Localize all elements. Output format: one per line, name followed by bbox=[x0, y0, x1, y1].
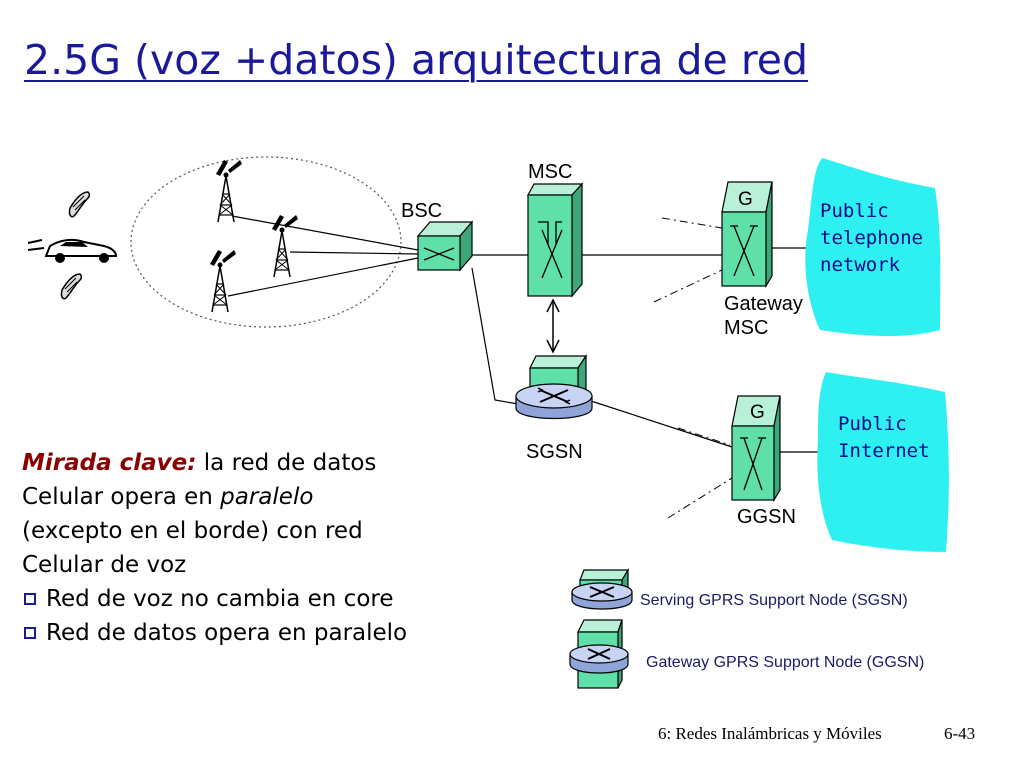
gateway-msc-label-line1: Gateway bbox=[724, 293, 803, 315]
key-line-2-emphasis: paralelo bbox=[220, 484, 314, 510]
bsc-node bbox=[416, 220, 474, 272]
g-label: G bbox=[750, 402, 765, 423]
link bbox=[289, 251, 419, 255]
cell-area bbox=[130, 156, 402, 328]
ggsn-node bbox=[731, 395, 781, 503]
key-line-1: Mirada clave: la red de datos bbox=[22, 446, 407, 480]
cell-tower-icon bbox=[215, 159, 243, 223]
key-insight-text: Mirada clave: la red de datos Celular op… bbox=[22, 446, 407, 650]
public-internet-cloud bbox=[817, 372, 949, 552]
pstn-line: telephone bbox=[820, 227, 923, 249]
key-line-2-text: Celular opera en bbox=[22, 484, 221, 510]
link bbox=[231, 215, 419, 251]
mobile-phone-icon bbox=[60, 273, 83, 300]
mobile-phone-icon bbox=[68, 191, 91, 218]
page-title: 2.5G (voz +datos) arquitectura de red bbox=[24, 36, 809, 84]
footer-chapter: 6: Redes Inalámbricas y Móviles bbox=[658, 724, 882, 743]
sgsn-legend-label: Serving GPRS Support Node (SGSN) bbox=[640, 592, 908, 609]
bullet-text: Red de voz no cambia en core bbox=[46, 586, 394, 612]
sgsn-node bbox=[515, 354, 593, 420]
link bbox=[587, 399, 733, 448]
bullet-item: Red de datos opera en paralelo bbox=[22, 616, 407, 650]
footer-page-number: 6-43 bbox=[944, 724, 976, 743]
internet-line: Internet bbox=[838, 440, 930, 462]
ggsn-label: GGSN bbox=[737, 506, 796, 528]
ggsn-legend-icon bbox=[569, 619, 629, 689]
msc-label: MSC bbox=[528, 161, 573, 183]
ggsn-legend-label: Gateway GPRS Support Node (GGSN) bbox=[646, 654, 925, 671]
key-line-2: Celular opera en paralelo bbox=[22, 480, 407, 514]
sgsn-legend-icon bbox=[571, 567, 633, 610]
key-line-4: Celular de voz bbox=[22, 552, 187, 578]
key-line-1-rest: la red de datos bbox=[196, 450, 377, 476]
key-label: Mirada clave: bbox=[22, 450, 197, 476]
bsc-label: BSC bbox=[401, 200, 443, 222]
link bbox=[471, 267, 519, 405]
car-icon bbox=[27, 238, 118, 263]
pstn-line: Public bbox=[820, 200, 889, 222]
link bbox=[227, 257, 419, 297]
pstn-cloud-label: Public telephone network bbox=[820, 198, 923, 279]
bullet-box-icon bbox=[24, 627, 36, 639]
sgsn-label: SGSN bbox=[526, 441, 583, 463]
gateway-msc-label-line2: MSC bbox=[724, 317, 769, 339]
pstn-line: network bbox=[820, 254, 901, 276]
gateway-msc-node bbox=[721, 181, 773, 289]
cell-tower-icon bbox=[209, 249, 237, 313]
key-line-3: (excepto en el borde) con red bbox=[22, 518, 363, 544]
bullet-text: Red de datos opera en paralelo bbox=[46, 620, 408, 646]
g-label: G bbox=[738, 189, 753, 210]
msc-node bbox=[526, 182, 584, 298]
internet-line: Public bbox=[838, 413, 907, 435]
public-telephone-network-cloud bbox=[805, 158, 941, 336]
bullet-box-icon bbox=[24, 593, 36, 605]
internet-cloud-label: Public Internet bbox=[838, 411, 930, 465]
bullet-item: Red de voz no cambia en core bbox=[22, 582, 407, 616]
